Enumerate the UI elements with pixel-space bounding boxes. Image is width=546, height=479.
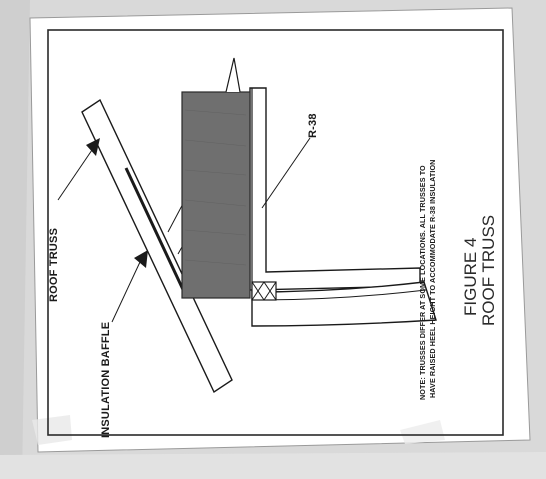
ceiling-joist-inner xyxy=(257,289,427,301)
paper-smudge xyxy=(32,415,72,445)
scan-shadow-left xyxy=(0,0,30,479)
note-line-2: HAVE RAISED HEEL HEIGHT TO ACCOMMODATE R… xyxy=(428,159,437,398)
r38-label: R-38 xyxy=(307,113,319,138)
insulation-baffle-label: INSULATION BAFFLE xyxy=(100,321,112,438)
figure-title: ROOF TRUSS xyxy=(479,214,498,326)
roof-truss-chord xyxy=(81,98,233,394)
r38-leader xyxy=(261,137,311,209)
scan-shadow-bottom xyxy=(0,452,546,479)
insulation-block xyxy=(181,91,251,299)
ceiling-joist xyxy=(251,281,437,327)
insulation-texture xyxy=(184,109,247,266)
insulation-peak xyxy=(225,57,241,93)
paper-smudge-2 xyxy=(400,420,445,444)
insulation-baffle-arrowhead xyxy=(134,250,148,268)
insulation-baffle xyxy=(124,167,188,297)
roof-truss-arrowhead xyxy=(86,138,100,156)
blocking-x-box xyxy=(251,281,277,301)
roof-truss-leader xyxy=(57,149,93,201)
paper-sheet xyxy=(29,7,531,453)
drawing-border xyxy=(47,29,504,436)
roof-truss-label: ROOF TRUSS xyxy=(48,227,60,302)
insulation-baffle-leader xyxy=(111,261,141,323)
figure-number: FIGURE 4 xyxy=(461,237,480,316)
note-line-1: NOTE: TRUSSES DIFFER AT SOME LOCATIONS. … xyxy=(418,165,427,400)
